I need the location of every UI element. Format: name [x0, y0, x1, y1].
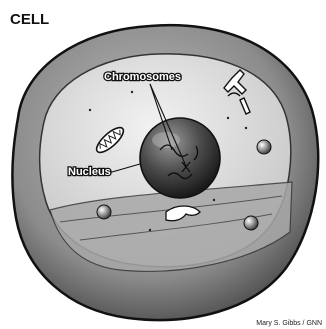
nucleus	[140, 118, 220, 198]
vesicle	[257, 140, 271, 154]
image-credit: Mary S. Gibbs / GNN	[256, 320, 322, 327]
diagram-title: CELL	[10, 11, 49, 28]
nucleus-label: Nucleus	[68, 166, 111, 178]
vesicle	[244, 216, 258, 230]
vesicle	[97, 205, 111, 219]
chromosomes-label: Chromosomes	[104, 71, 181, 83]
